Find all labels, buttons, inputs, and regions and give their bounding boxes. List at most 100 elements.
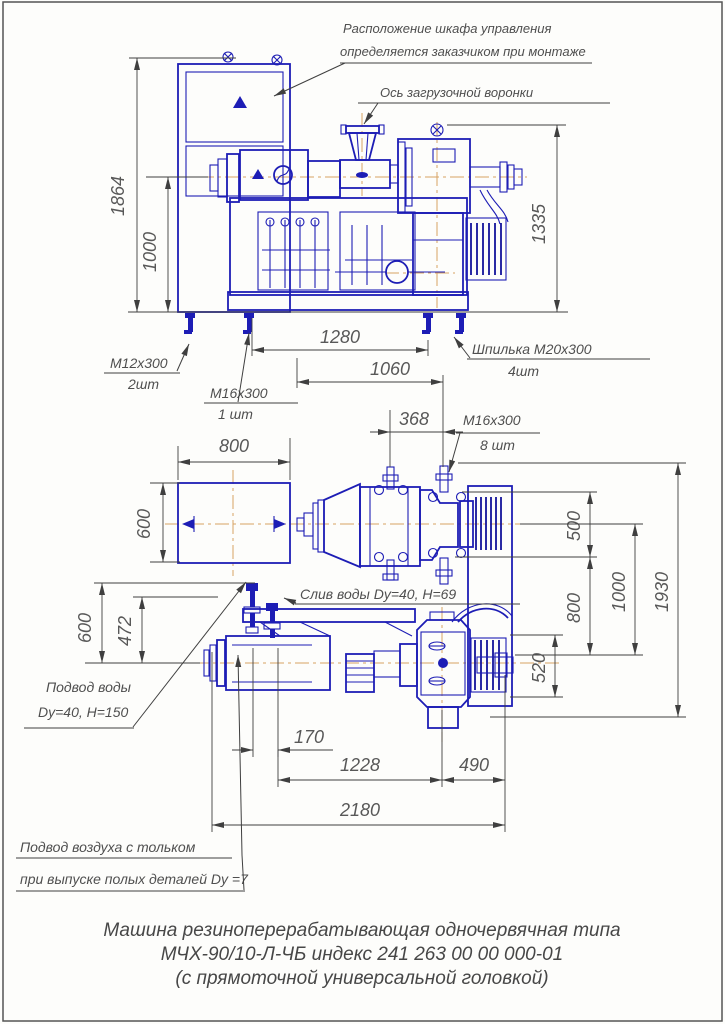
plan-view (203, 583, 514, 729)
dim-1864-text: 1864 (108, 176, 128, 216)
plan-fins (470, 637, 507, 693)
dim-600: 600 (134, 482, 180, 563)
axis-arrow-right-icon (273, 516, 286, 532)
water-supply-line2: Dу=40, Н=150 (38, 704, 128, 720)
stud-m16-text: М16х300 (210, 385, 268, 401)
dim-800r-text: 800 (564, 593, 584, 623)
dim-1060-text: 1060 (370, 359, 410, 379)
dim-368: 368 (370, 375, 463, 467)
stud-m12-qty: 2шт (127, 376, 159, 392)
dim-500: 500 (455, 491, 597, 558)
water-supply-line1: Подвод воды (46, 679, 132, 695)
water-drain-text: Слив воды Dу=40, Н=69 (300, 586, 456, 602)
side-panel (467, 485, 513, 707)
axis-arrow-left-icon (182, 516, 195, 532)
dim-490-text: 490 (459, 755, 489, 775)
cabinet-note-line2: определяется заказчиком при монтаже (340, 44, 586, 59)
dim-1060: 1060 (296, 358, 443, 388)
dim-520-text: 520 (529, 653, 549, 683)
stud-m20-left-icon (422, 313, 433, 334)
head-bolts-text: М16х300 (463, 412, 521, 428)
pump-wheel (385, 260, 409, 284)
water-supply-note: Подвод воды Dу=40, Н=150 (24, 581, 247, 729)
drive-unit (397, 123, 523, 296)
title-line2: МЧХ-90/10-Л-ЧБ индекс 241 263 00 00 000-… (161, 944, 563, 965)
cabinet-note-line1: Расположение шкафа управления (343, 21, 551, 36)
stud-m20-right-icon (455, 313, 466, 334)
title-block: Машина резиноперерабатывающая одночервяч… (103, 920, 620, 989)
dim-520: 520 (510, 634, 563, 698)
top-frame-bar (242, 608, 416, 623)
dim-472: 472 (115, 596, 218, 663)
cabinet-note: Расположение шкафа управления определяет… (273, 21, 592, 97)
dim-472-text: 472 (115, 616, 135, 646)
dim-800-text: 800 (219, 436, 249, 456)
dim-1335-text: 1335 (529, 203, 549, 244)
stud-m12-text: М12х300 (110, 355, 168, 371)
water-drain-note: Слив воды Dу=40, Н=69 (283, 586, 520, 606)
head-cone (323, 482, 361, 569)
control-cabinet (177, 51, 291, 313)
stud-m20-text: Шпилька М20х300 (472, 341, 592, 357)
head-bolts-label: М16х300 8 шт (448, 412, 540, 473)
dim-1000: 1000 (140, 176, 208, 312)
title-line1: Машина резиноперерабатывающая одночервяч… (103, 920, 620, 941)
base-rail (227, 291, 469, 311)
dim-1000r-text: 1000 (609, 572, 629, 612)
ribbed-coupling (345, 653, 375, 693)
dim-1000-text: 1000 (140, 232, 160, 272)
hopper-axis-note: Ось загрузочной воронки (358, 85, 610, 125)
dim-170: 170 (232, 648, 333, 757)
dim-1335: 1335 (447, 124, 566, 312)
plan-drive-unit (416, 603, 513, 729)
dim-800r: 800 (564, 557, 593, 655)
machine-frame (227, 197, 469, 311)
dim-2180: 2180 (211, 652, 505, 832)
head-bolt-front (373, 466, 409, 581)
anchor-studs (184, 313, 466, 334)
air-supply-line1: Подвод воздуха с тольком (20, 839, 196, 855)
dim-600l: 600 (75, 582, 255, 664)
stud-m20-label: Шпилька М20х300 4шт (453, 336, 650, 379)
stud-m16-qty: 1 шт (218, 406, 253, 422)
dim-1228-text: 1228 (340, 755, 380, 775)
front-view (177, 51, 523, 334)
water-valve-a (243, 583, 261, 634)
dim-600-text: 600 (134, 509, 154, 539)
dim-1280: 1280 (251, 318, 429, 356)
cooling-coil (465, 217, 507, 281)
dim-500-text: 500 (564, 511, 584, 541)
cabinet-bolt-icon (222, 51, 283, 66)
stud-m20-qty: 4шт (508, 363, 539, 379)
dim-170-text: 170 (294, 727, 324, 747)
dim-800: 800 (177, 436, 291, 480)
air-supply-line2: при выпуске полых деталей Dу =7 (20, 871, 249, 887)
head-bolt-rear (427, 465, 467, 585)
dim-2180-text: 2180 (339, 800, 380, 820)
head-bolts-qty: 8 шт (480, 437, 515, 453)
stud-m16-icon (243, 313, 254, 334)
drive-foot (427, 706, 459, 729)
stud-m12-label: М12х300 2шт (104, 343, 190, 392)
warning-triangle-icon (233, 96, 247, 108)
stud-m16-label: М16х300 1 шт (204, 332, 298, 422)
dimensions: 1864 1000 1335 1280 1060 800 (75, 57, 686, 832)
dim-368-text: 368 (399, 409, 429, 429)
dim-1280-text: 1280 (320, 327, 360, 347)
head-fins (475, 497, 502, 550)
dim-1000r: 1000 (515, 523, 643, 656)
air-supply-note: Подвод воздуха с тольком при выпуске пол… (16, 654, 249, 892)
dim-490: 490 (442, 675, 506, 832)
head-side-view (296, 465, 513, 707)
dim-1930-text: 1930 (652, 572, 672, 612)
dim-1228: 1228 (277, 710, 443, 787)
hopper-axis-text: Ось загрузочной воронки (380, 85, 533, 100)
end-view-plate (177, 482, 291, 564)
dim-1930: 1930 (458, 462, 686, 718)
dim-1864: 1864 (108, 57, 236, 312)
stud-m12-icon (184, 313, 195, 334)
dim-600l-text: 600 (75, 613, 95, 643)
